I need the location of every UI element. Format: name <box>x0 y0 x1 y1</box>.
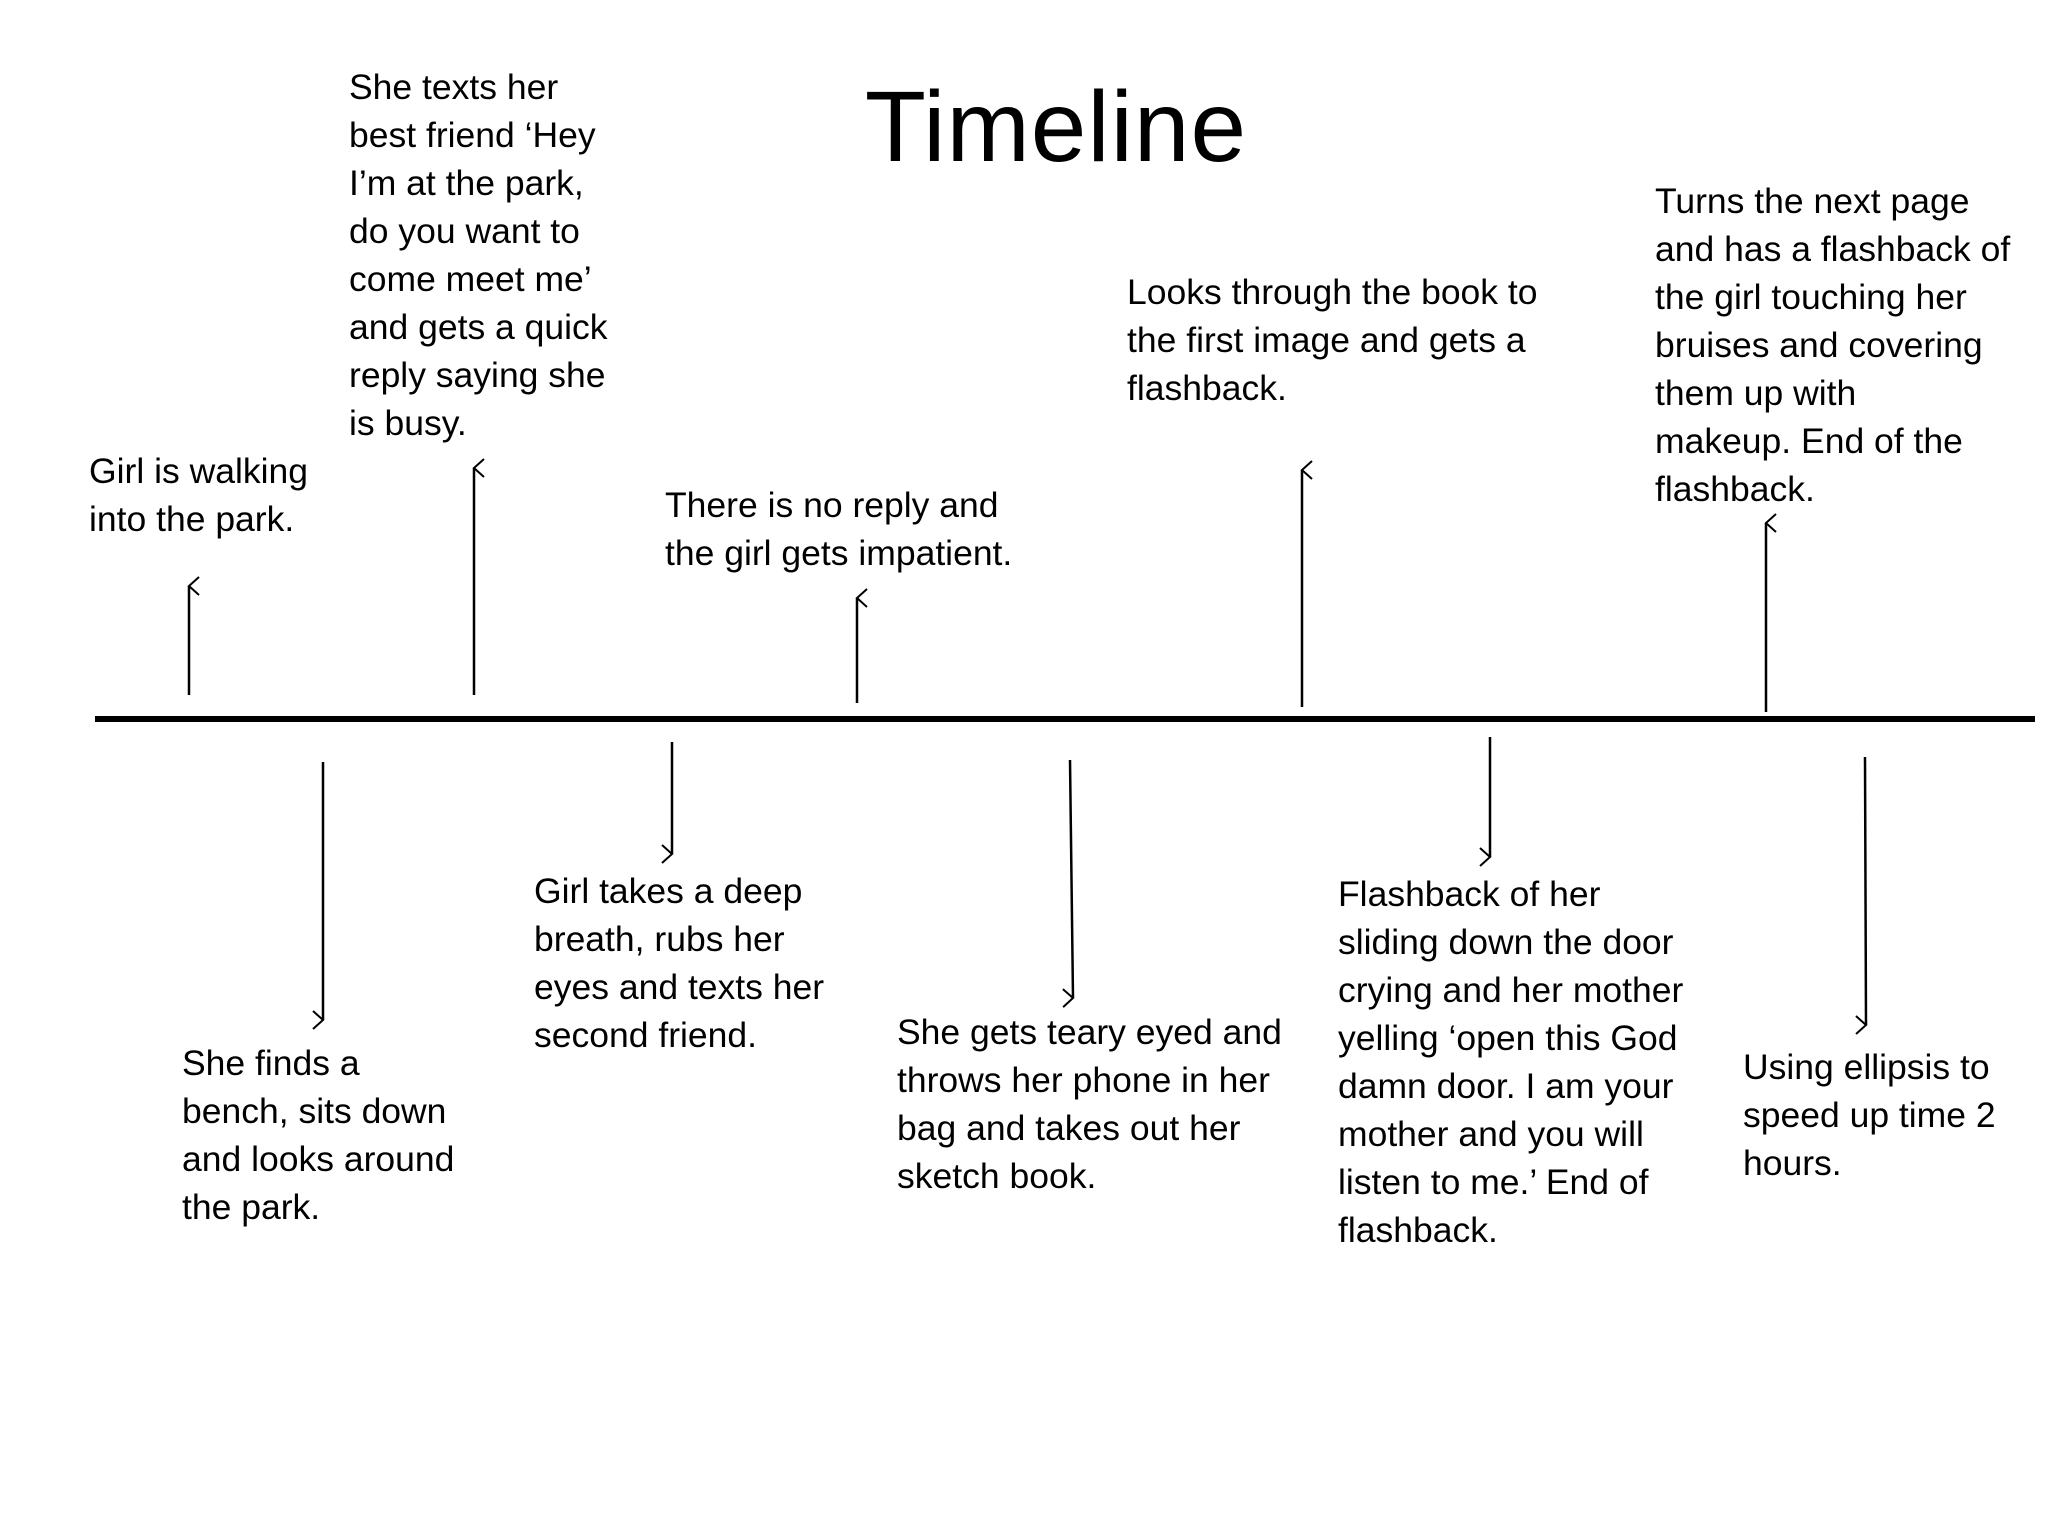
event-flashback-door: Flashback of her sliding down the door c… <box>1338 874 1684 1250</box>
event-deep-breath: Girl takes a deep breath, rubs her eyes … <box>534 871 825 1055</box>
arrow-down-3 <box>1062 759 1075 1008</box>
slide-title: Timeline <box>864 71 1248 183</box>
event-looks-through-book: Looks through the book to the first imag… <box>1127 272 1538 408</box>
arrow-down-5 <box>1855 756 1868 1035</box>
event-teary-eyed: She gets teary eyed and throws her phone… <box>897 1012 1282 1196</box>
event-texts-best-friend: She texts her best friend ‘Hey I’m at th… <box>349 67 608 443</box>
event-walking-into-park: Girl is walking into the park. <box>89 451 308 539</box>
event-ellipsis: Using ellipsis to speed up time 2 hours. <box>1743 1047 1996 1183</box>
event-finds-bench: She finds a bench, sits down and looks a… <box>182 1043 455 1227</box>
event-turns-next-page: Turns the next page and has a flashback … <box>1655 181 2011 509</box>
event-no-reply: There is no reply and the girl gets impa… <box>665 485 1013 573</box>
